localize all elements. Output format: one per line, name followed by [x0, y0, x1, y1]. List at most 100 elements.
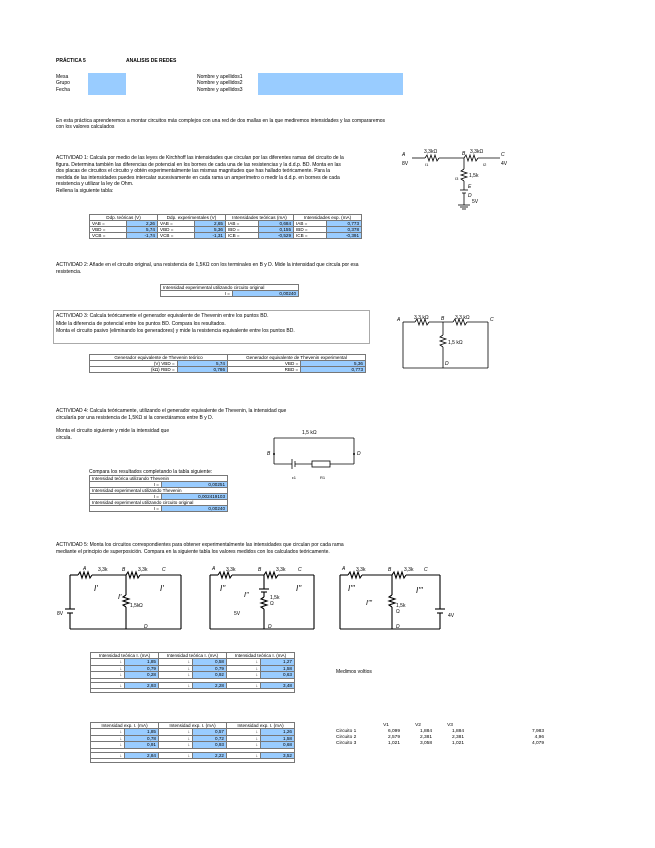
node-a: A	[211, 566, 216, 572]
value-cell[interactable]: 0,00240	[232, 290, 299, 297]
current-label: I''	[296, 584, 302, 593]
spacer-cell	[90, 758, 295, 763]
label-cell: Circuito 1	[336, 728, 357, 734]
thevenin-circuit-diagram: A 3,3 kΩ B 3,3 kΩ C 1,5 kΩ D	[396, 315, 494, 369]
act4-mount-text: Monta el circuito siguiente y mide la in…	[56, 428, 169, 442]
label-cell: ICB =	[225, 232, 259, 239]
header-cell: V1	[383, 722, 389, 728]
value-cell[interactable]: -0,529	[257, 232, 295, 239]
table-row	[90, 747, 295, 753]
resistor-label: 1,5k	[130, 603, 140, 609]
header-cell: Intensidad teórica I. (mA)	[158, 652, 227, 659]
spacer-cell	[90, 677, 295, 683]
node-d: D	[268, 624, 272, 630]
node-c: C	[490, 317, 494, 323]
node-c: C	[298, 567, 302, 573]
r1-label: R1	[320, 475, 326, 480]
value-cell[interactable]: 1,58	[260, 664, 295, 672]
current-label: I''	[220, 584, 226, 593]
header-cell: Intensidad teórica I. (mA)	[226, 652, 295, 659]
act4-mount-line: circula.	[56, 435, 72, 441]
voltage-8v: 8V	[402, 161, 409, 167]
act3-text: ACTIVIDAD 3: Calcula teóricamente el gen…	[56, 313, 295, 336]
node-c: C	[162, 567, 166, 573]
node-b: B	[122, 567, 126, 573]
header-cell: Ddp. experimentales (V)	[157, 214, 226, 221]
act4-mount-line: Monta el circuito siguiente y mide la in…	[56, 428, 170, 434]
node-b: B	[258, 567, 262, 573]
node-b: B	[388, 567, 392, 573]
table-row: ↓1,85 ↓0,58 ↓1,27	[90, 658, 295, 666]
table-row: ↓0,91 ↓0,93 ↓0,68	[90, 741, 295, 749]
value-cell[interactable]: 1,27	[260, 658, 295, 666]
value-cell[interactable]: 1,58	[260, 734, 295, 742]
superposition-circuit-1: A 3,3k B 3,3k C I' I' I' 1,5k Ω 8V D	[57, 566, 182, 630]
value-cell[interactable]: 0,786	[176, 366, 229, 373]
value-cell: 3,058	[419, 740, 432, 746]
label-cell: Circuito 3	[336, 740, 357, 746]
label-cell: I =	[160, 290, 233, 297]
label-cell: I =	[89, 505, 162, 512]
current-label: I''	[244, 592, 249, 599]
value-cell[interactable]: 0,773	[300, 366, 366, 373]
spacer-cell	[90, 747, 295, 753]
table-row: (kΩ) RBD =0,786 RBD =0,773	[89, 366, 366, 373]
resistor-label: 3,3k	[356, 567, 366, 573]
mesa-grupo-fecha-field[interactable]	[88, 73, 126, 95]
act1-line: medida de las intensidades puedes interc…	[56, 174, 340, 181]
node-a: A	[82, 566, 87, 572]
value-cell[interactable]: 0,00240	[161, 505, 228, 512]
current-label: I'''	[348, 584, 355, 593]
act4-line: ACTIVIDAD 4: Calcula teóricamente, utili…	[56, 408, 287, 414]
epsilon-label: ε1	[292, 475, 297, 480]
node-c: C	[424, 567, 428, 573]
act2-line: resistencia.	[56, 268, 82, 275]
act1-line: dos placas de circuitos el circuito y ob…	[56, 168, 331, 175]
medimos-label: Medimos voltios	[336, 669, 372, 675]
table-row	[90, 688, 295, 693]
act5-line: mediante el principio de superposición. …	[56, 548, 330, 555]
label-cell: VCB =	[157, 232, 195, 239]
value-cell[interactable]: 1,26	[260, 728, 295, 736]
compare-label: Compara los resultados completando la ta…	[89, 469, 213, 475]
resistor-label: 3,3k	[404, 567, 414, 573]
nombres-field[interactable]	[258, 73, 403, 95]
resistor-label: 3,3k	[276, 567, 286, 573]
ohm-label: Ω	[396, 609, 400, 615]
resistor-label: 1,5k	[396, 603, 406, 609]
value-cell[interactable]: -1,74	[125, 232, 159, 239]
header-cell: Intensidades teóricas (mA)	[225, 214, 294, 221]
page-title: ANALISIS DE REDES	[126, 58, 177, 64]
intro-line: con los valores calculados	[56, 124, 115, 130]
voltage-4v: 4V	[501, 161, 508, 167]
value-cell[interactable]: -1,31	[193, 232, 227, 239]
value-cell: 2,579	[387, 734, 400, 740]
act4-line: circularía por una resistencia de 1,5KΩ …	[56, 415, 214, 421]
value-cell[interactable]: -0,391	[325, 232, 363, 239]
table-row: ↓0,78 ↓0,72 ↓1,58	[90, 734, 295, 742]
act5-line: ACTIVIDAD 5: Monta los circuitos corresp…	[56, 542, 344, 548]
header-cell: Generador equivalente de Thevenin experi…	[227, 354, 366, 361]
table-row: ↓0,79 ↓0,79 ↓1,58	[90, 664, 295, 672]
resistor-label: 1,5 kΩ	[448, 340, 463, 346]
node-d: D	[445, 361, 449, 367]
resistor-label: 3,3k	[226, 567, 236, 573]
ohm-label: Ω	[139, 603, 143, 609]
table-row: Circuito 3 1,021 3,058 1,021 4,079	[334, 740, 546, 746]
value-cell: 4,96	[534, 734, 544, 740]
current-i3: I3	[455, 176, 459, 181]
node-b: B	[441, 316, 445, 322]
act3-line: Monta el circuito pasivo (eliminando los…	[56, 328, 295, 334]
node-d: D	[357, 451, 361, 457]
resistor-label: 3,3k	[138, 567, 148, 573]
act1-line: figura. Determina también las diferencia…	[56, 161, 341, 168]
value-cell: 2,381	[419, 734, 432, 740]
intro-line: En esta práctica aprenderemos a montar c…	[56, 118, 386, 124]
node-d: D	[144, 624, 148, 630]
act2-line: ACTIVIDAD 2: Añade en el circuito origin…	[56, 262, 359, 268]
act3-table: Generador equivalente de Thevenin teóric…	[89, 354, 366, 373]
practica-label: PRÁCTICA 5	[56, 58, 86, 64]
nombre3-label: Nombre y apellidos3	[197, 87, 243, 93]
nombre1-label: Nombre y apellidos1	[197, 74, 243, 80]
resistor-label: 1,5k	[469, 173, 479, 179]
